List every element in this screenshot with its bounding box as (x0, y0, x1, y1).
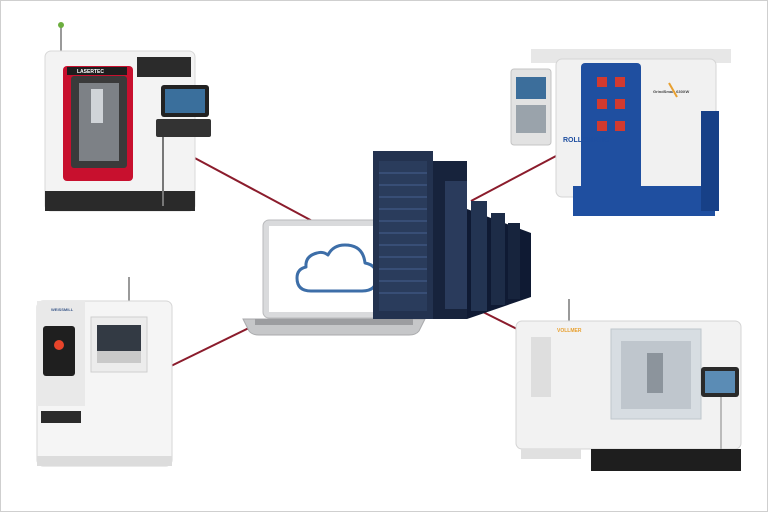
machine-bottom-right: VOLLMER (515, 299, 742, 471)
machine-bottom-left-brand: WEISSMILL (51, 307, 74, 312)
machine-top-left: LASERTEC (44, 22, 211, 212)
machine-top-left-brand: LASERTEC (77, 69, 104, 75)
connector-bottom-left (170, 322, 260, 367)
machine-top-right: ROLLOMATIC GrindSmart 630XW (510, 49, 731, 216)
machine-bottom-right-brand: VOLLMER (557, 328, 582, 334)
machine-top-right-model: GrindSmart 630XW (653, 89, 689, 94)
machine-bottom-left: WEISSMILL (36, 277, 173, 467)
connector-top-left (190, 155, 317, 224)
connector-top-right (470, 155, 557, 202)
server-rack (373, 151, 531, 319)
machine-top-right-brand: ROLLOMATIC (563, 137, 609, 144)
